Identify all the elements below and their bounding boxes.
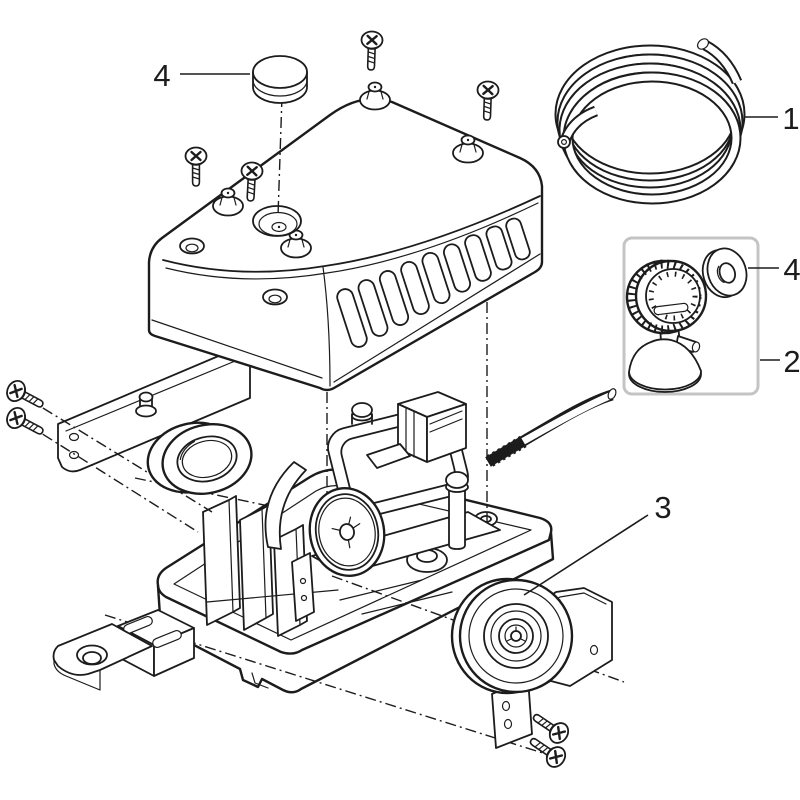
gauge-kit-box bbox=[622, 236, 760, 396]
axis-cap bbox=[277, 95, 283, 217]
pressure-gauge bbox=[625, 259, 708, 393]
axis-bracket-screw-2 bbox=[24, 422, 199, 533]
callout-label-washer: 4 bbox=[783, 252, 800, 287]
phillips-screw-icon bbox=[2, 403, 49, 443]
callouts: 4 1 4 2 3 bbox=[153, 58, 800, 596]
gauge-washer bbox=[701, 247, 748, 299]
gauge-face bbox=[645, 268, 701, 324]
coil-bobbin-pad bbox=[366, 443, 411, 469]
pump-post-right bbox=[445, 471, 469, 550]
cover-cap bbox=[252, 55, 308, 104]
callout-label-cap: 4 bbox=[153, 58, 170, 93]
damper-ring bbox=[146, 421, 253, 495]
bracket-stud bbox=[135, 391, 157, 418]
tray-baffle-plates bbox=[202, 495, 339, 637]
vent-slats bbox=[336, 217, 531, 348]
phillips-screw-icon bbox=[475, 79, 500, 122]
cable-strain-relief bbox=[486, 435, 528, 467]
pump-mechanism bbox=[264, 388, 617, 578]
foot-bracket bbox=[52, 609, 195, 691]
callout-label-hose: 1 bbox=[782, 101, 799, 136]
electromagnet-block bbox=[397, 391, 467, 463]
phillips-screw-icon bbox=[184, 146, 208, 188]
cover-center-recess bbox=[252, 205, 302, 237]
damper-wheel bbox=[450, 577, 574, 695]
cover-screw-bosses bbox=[212, 81, 484, 259]
callout-line-wheel bbox=[523, 514, 649, 596]
phillips-screw-icon bbox=[359, 29, 384, 72]
gauge-needle-window bbox=[653, 302, 689, 316]
callout-label-gauge-kit: 2 bbox=[783, 344, 800, 379]
hose-end bbox=[696, 38, 710, 50]
diaphragm-disc-edge bbox=[264, 461, 307, 550]
cable-end bbox=[607, 388, 617, 400]
diaphragm-wheel-center bbox=[308, 486, 386, 578]
pump-post-left bbox=[351, 402, 373, 425]
axis-foot-to-screws bbox=[104, 614, 566, 761]
pump-cover bbox=[147, 81, 544, 392]
air-hose-coil bbox=[554, 38, 746, 205]
phillips-screw-icon bbox=[2, 376, 49, 416]
axis-bracket-screw-1 bbox=[24, 396, 213, 513]
hose-open-end bbox=[557, 135, 571, 149]
valve-plate bbox=[291, 552, 315, 622]
callout-label-wheel: 3 bbox=[654, 490, 671, 525]
power-cable bbox=[485, 388, 617, 467]
